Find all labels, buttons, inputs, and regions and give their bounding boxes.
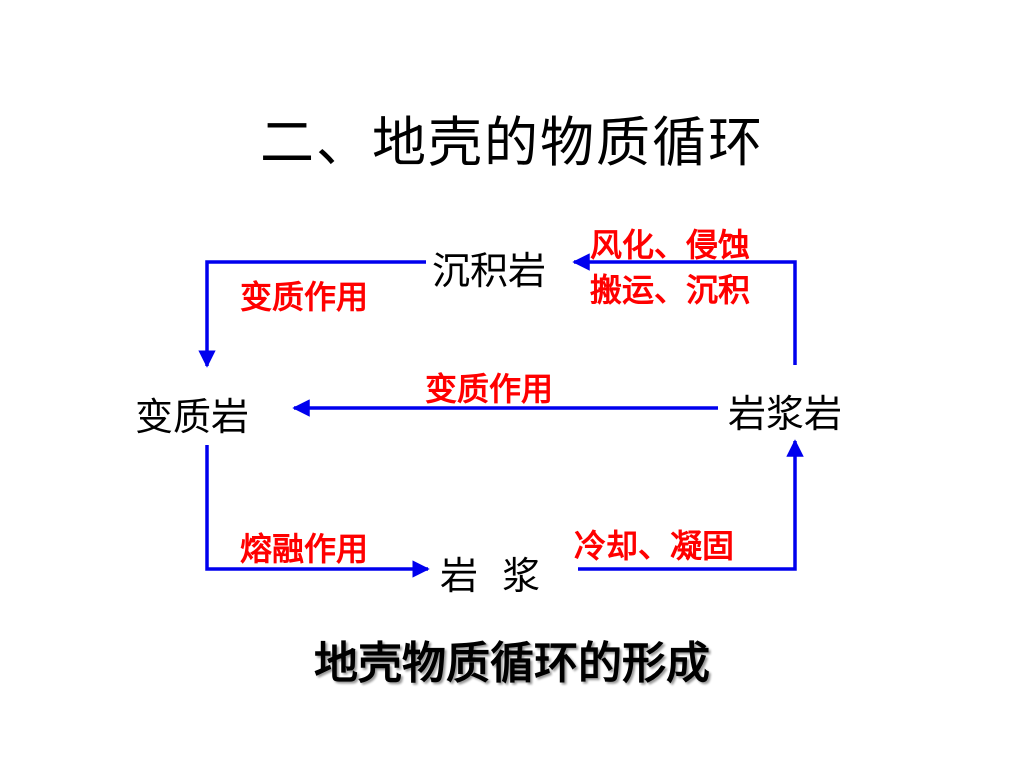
node-magma: 岩 浆 — [440, 554, 541, 598]
arrow-igneous-to-sedimentary — [572, 253, 797, 365]
label-metamorphism-middle: 变质作用 — [425, 370, 554, 408]
page-title: 二、地壳的物质循环 — [260, 111, 764, 174]
arrow-metamorphic-to-magma — [205, 445, 430, 578]
label-cooling-solidification: 冷却、凝固 — [574, 527, 735, 565]
label-melting: 熔融作用 — [240, 530, 369, 568]
label-metamorphism-top: 变质作用 — [240, 278, 369, 316]
label-transport-deposition: 搬运、沉积 — [590, 271, 751, 309]
label-weathering-erosion: 风化、侵蚀 — [590, 226, 751, 264]
node-igneous-rock: 岩浆岩 — [728, 392, 843, 436]
node-sedimentary-rock: 沉积岩 — [432, 249, 547, 293]
arrow-sedimentary-to-metamorphic — [198, 260, 426, 368]
arrow-magma-to-igneous — [578, 439, 804, 571]
diagram-caption: 地壳物质循环的形成 — [314, 638, 710, 689]
node-metamorphic-rock: 变质岩 — [135, 395, 250, 439]
